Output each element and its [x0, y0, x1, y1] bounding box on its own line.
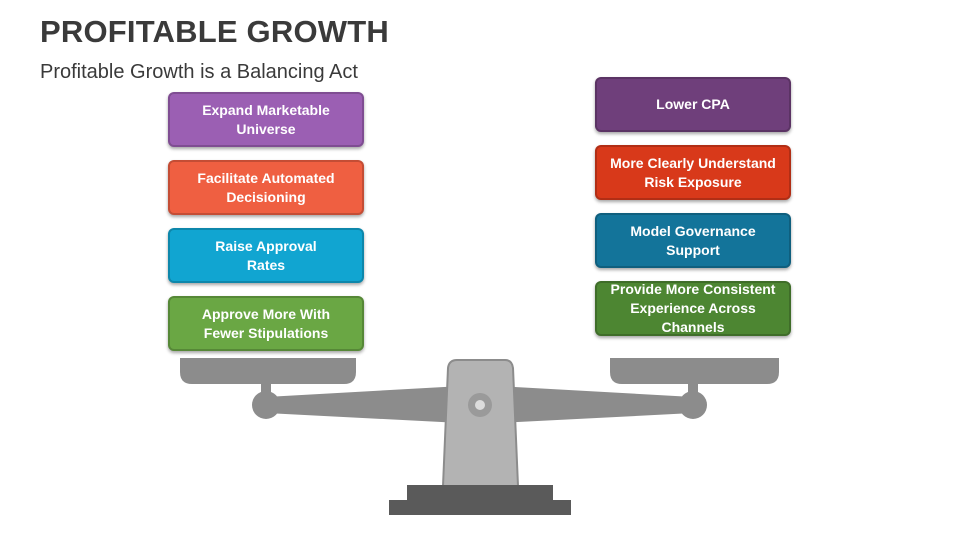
right-pan: [610, 358, 779, 384]
base-top: [407, 485, 553, 501]
slide-subtitle: Profitable Growth is a Balancing Act: [40, 61, 358, 83]
base-bottom: [389, 500, 571, 515]
left-pan-stem: [261, 383, 271, 396]
right-pan-stem: [688, 383, 698, 396]
slide-title: PROFITABLE GROWTH: [40, 14, 389, 49]
right-box-lower-cpa: Lower CPA: [595, 77, 791, 132]
box-label: Lower CPA: [656, 96, 730, 112]
pivot-inner: [475, 400, 485, 410]
left-pan: [180, 358, 356, 384]
left-beam-knob: [252, 391, 280, 419]
right-beam-knob: [679, 391, 707, 419]
scale-pillar: [441, 359, 520, 487]
